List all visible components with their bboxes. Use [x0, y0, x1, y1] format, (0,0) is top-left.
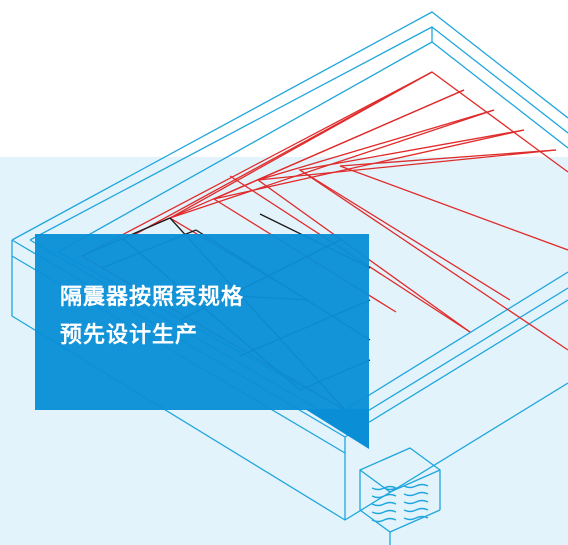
caption-pointer — [305, 409, 369, 449]
caption-line-2: 预先设计生产 — [60, 323, 199, 348]
caption-box — [35, 234, 369, 410]
spring-isolator — [371, 483, 429, 523]
caption-line-1: 隔震器按照泵规格 — [60, 285, 245, 310]
caption-text: 隔震器按照泵规格 预先设计生产 — [60, 279, 244, 355]
